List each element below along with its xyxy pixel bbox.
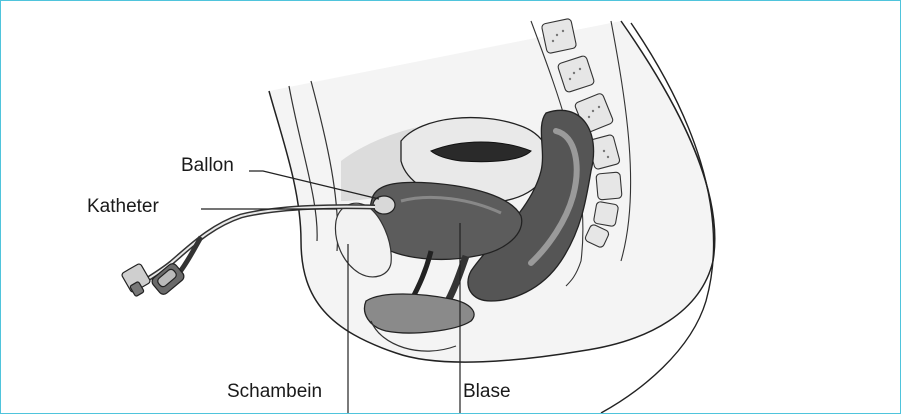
- label-katheter: Katheter: [87, 197, 159, 216]
- label-schambein: Schambein: [227, 382, 322, 401]
- label-ballon: Ballon: [181, 156, 234, 175]
- label-blase: Blase: [463, 382, 511, 401]
- catheter-connector-icon: [121, 262, 186, 297]
